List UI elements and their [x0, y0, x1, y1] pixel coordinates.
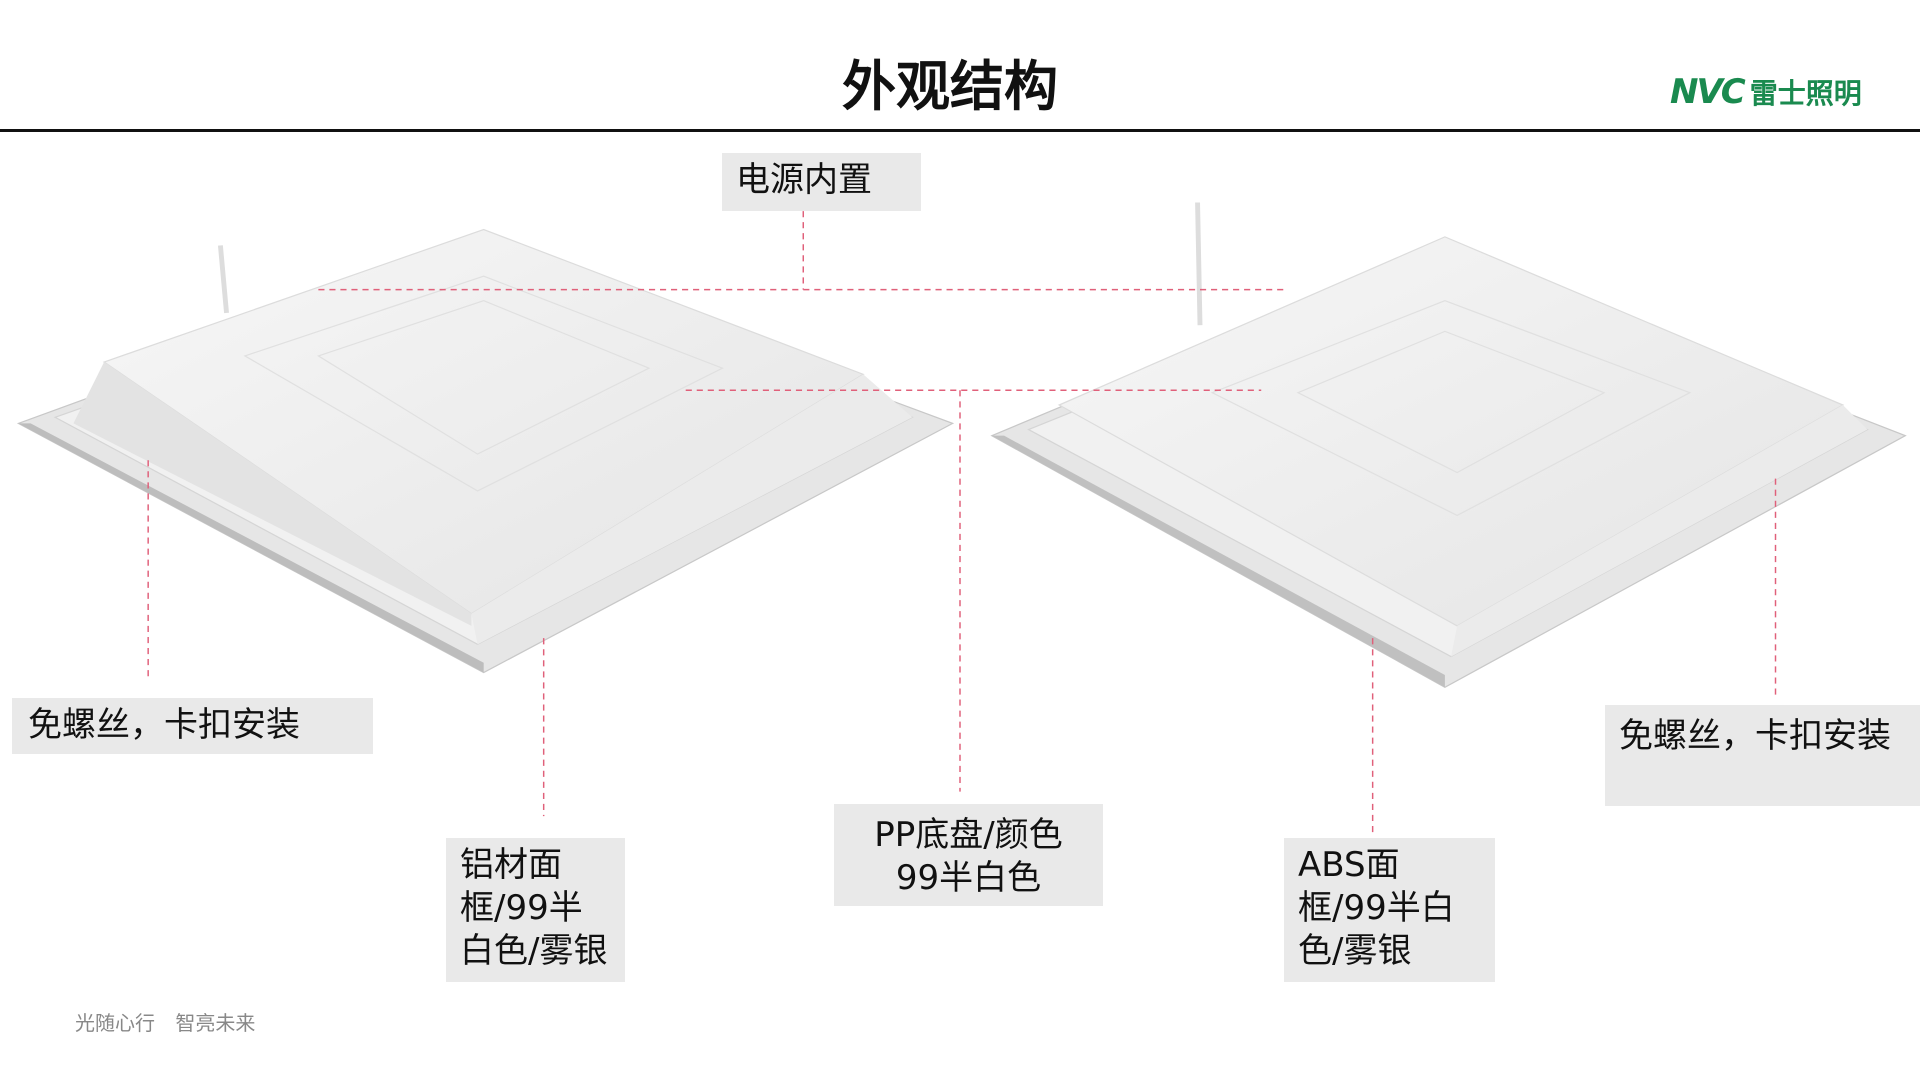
- label-aluminum-frame: 铝材面框/99半白色/雾银: [446, 838, 625, 982]
- nvc-logo: NVC 雷士照明: [1670, 72, 1862, 112]
- logo-mark: NVC: [1670, 72, 1746, 112]
- leader-lines: [147, 211, 1777, 835]
- label-screwless-right: 免螺丝，卡扣安装: [1605, 705, 1920, 806]
- panel-light-abs: [990, 202, 1907, 688]
- label-power-builtin: 电源内置: [722, 153, 921, 211]
- label-abs-frame: ABS面框/99半白色/雾银: [1284, 838, 1495, 982]
- label-screwless-left: 免螺丝，卡扣安装: [12, 698, 373, 754]
- label-pp-base: PP底盘/颜色99半白色: [834, 804, 1103, 906]
- footer-slogan: 光随心行 智亮未来: [75, 1011, 256, 1035]
- page-title: 外观结构: [842, 55, 1058, 118]
- panel-light-aluminum: [16, 228, 955, 674]
- logo-text: 雷士照明: [1749, 77, 1862, 110]
- header-divider: [0, 129, 1920, 132]
